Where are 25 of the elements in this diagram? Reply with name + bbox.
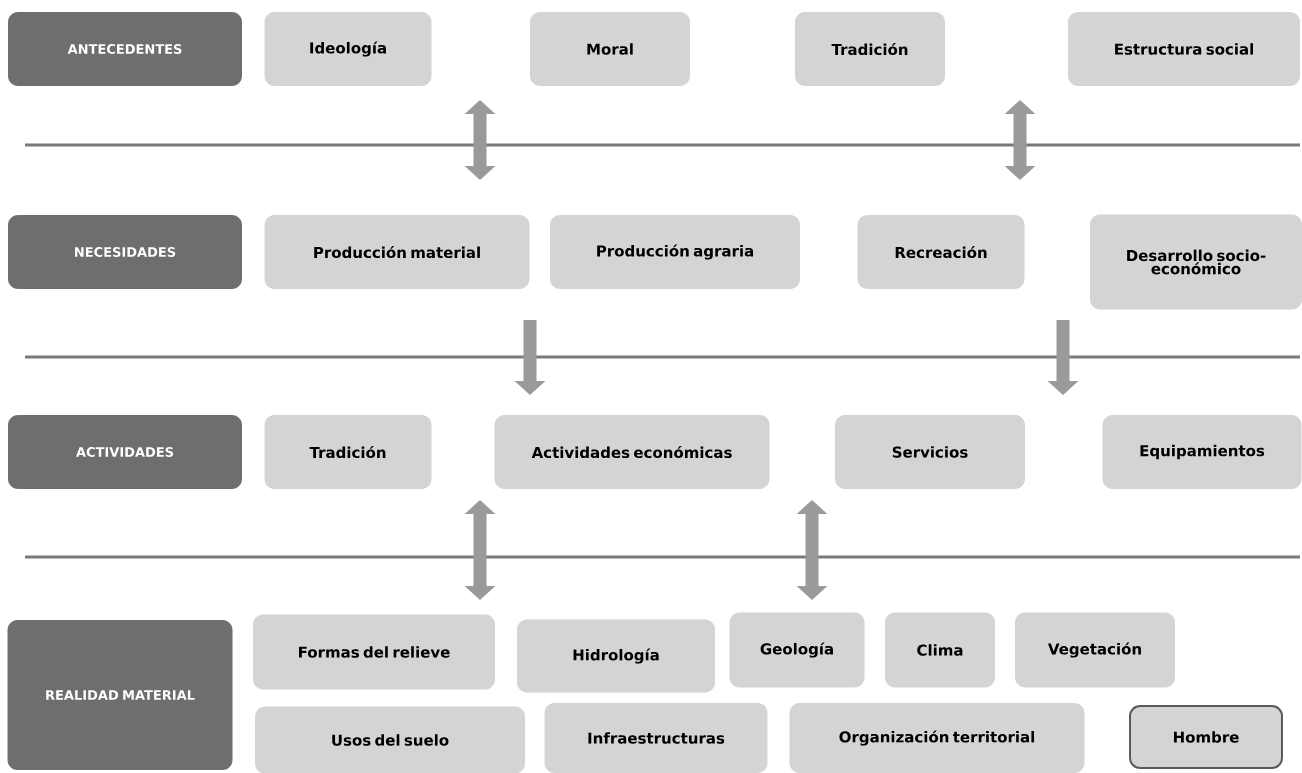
category-box: Organización territorial <box>789 703 1085 773</box>
category-box: Usos del suelo <box>255 706 525 773</box>
category-box: Producción material <box>264 215 530 289</box>
category-box: Vegetación <box>1015 612 1175 688</box>
category-box: Estructura social <box>1068 12 1300 86</box>
category-box: Producción agraria <box>550 215 800 289</box>
category-box: Tradición <box>264 415 432 489</box>
category-box: Equipamientos <box>1102 415 1302 489</box>
category-box: Tradición <box>795 12 945 86</box>
row-header-box: ACTIVIDADES <box>8 415 242 489</box>
category-box: Actividades económicas <box>494 415 770 489</box>
category-box: Desarrollo socio-económico <box>1090 214 1302 310</box>
row-header-box: NECESIDADES <box>8 215 242 289</box>
category-box: Hidrología <box>517 619 715 693</box>
category-box: Servicios <box>835 415 1025 489</box>
category-box: Recreación <box>857 215 1025 289</box>
category-box: Ideología <box>264 12 432 86</box>
category-box: Moral <box>530 12 690 86</box>
category-box: Infraestructuras <box>544 703 768 773</box>
row-header-box: REALIDAD MATERIAL <box>7 620 233 770</box>
category-box: Clima <box>885 612 995 688</box>
category-box: Geología <box>729 612 865 688</box>
category-box: Hombre <box>1129 705 1283 769</box>
row-header-box: ANTECEDENTES <box>8 12 242 86</box>
category-box: Formas del relieve <box>253 614 495 690</box>
